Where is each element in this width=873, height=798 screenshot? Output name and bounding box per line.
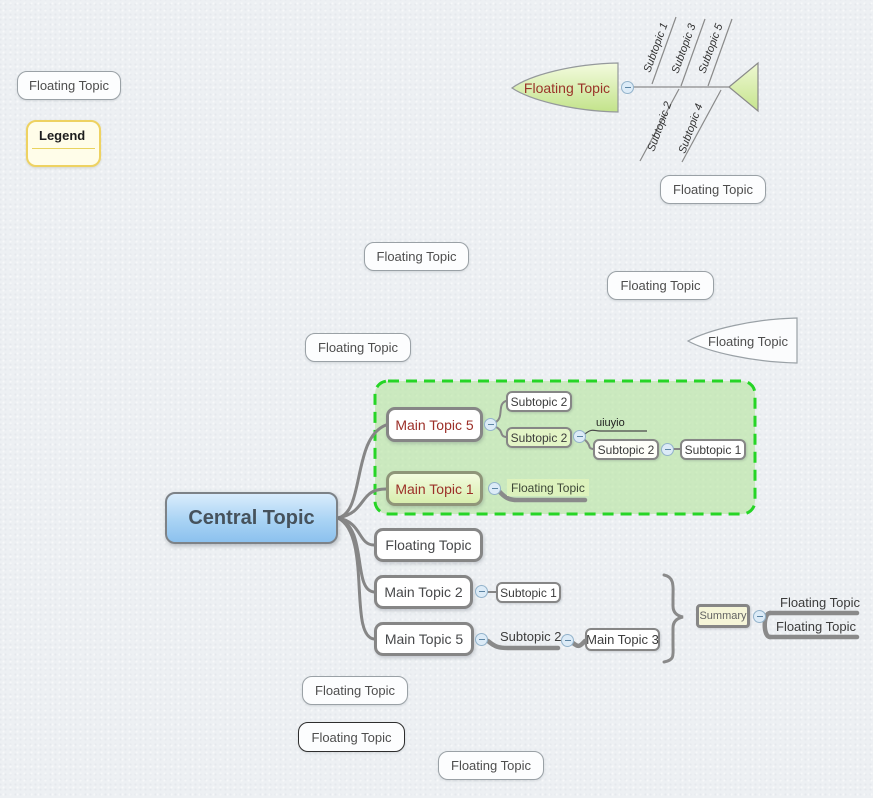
floating-leaf-shape[interactable] (686, 317, 798, 364)
floating-topic[interactable]: Floating Topic (364, 242, 469, 271)
fishbone-rib (639, 88, 680, 162)
subtopic[interactable]: Subtopic 2 (506, 427, 572, 448)
collapse-handle[interactable] (753, 610, 766, 623)
collapse-handle[interactable] (475, 585, 488, 598)
topic-underline (495, 487, 588, 503)
fishbone-ribs (639, 16, 733, 163)
floating-topic[interactable]: Floating Topic (17, 71, 121, 100)
summary-brace (662, 573, 684, 664)
legend[interactable]: Legend (26, 120, 101, 167)
subtopic[interactable]: Subtopic 1 (496, 582, 561, 603)
floating-topic[interactable]: Floating Topic (302, 676, 408, 705)
topic-underline (570, 638, 588, 649)
legend-title: Legend (39, 128, 86, 143)
line-topic-label[interactable]: Floating Topic (780, 595, 860, 610)
line-topic-label[interactable]: Floating Topic (776, 619, 856, 634)
central-topic[interactable]: Central Topic (165, 492, 338, 544)
topic-underline (485, 638, 561, 651)
legend-divider (32, 148, 95, 149)
collapse-handle[interactable] (661, 443, 674, 456)
floating-leaf-label[interactable]: Floating Topic (708, 334, 788, 349)
fishbone-root-shape[interactable] (510, 62, 619, 113)
branch-line (336, 487, 388, 520)
floating-topic-main-style[interactable]: Floating Topic (374, 528, 483, 562)
branch-line (336, 516, 376, 641)
branch-line (336, 423, 388, 520)
fishbone-rib (680, 18, 706, 87)
line-topic-label[interactable]: Subtopic 2 (500, 629, 562, 644)
floating-topic[interactable]: Floating Topic (305, 333, 411, 362)
floating-topic[interactable]: Floating Topic (298, 722, 405, 752)
main-topic[interactable]: Main Topic 3 (585, 628, 660, 651)
main-topic[interactable]: Main Topic 5 (374, 622, 474, 656)
topic-underline (762, 610, 773, 640)
subtopic[interactable]: Subtopic 1 (680, 439, 746, 460)
fishbone-rib (681, 89, 722, 163)
fishbone-root-label[interactable]: Floating Topic (523, 80, 611, 96)
collapse-handle[interactable] (484, 418, 497, 431)
relationship-label[interactable]: uiuyio (596, 417, 625, 429)
subtopic-link (495, 426, 507, 438)
subtopic-link (584, 439, 594, 450)
central-branches (336, 423, 388, 641)
summary-topic[interactable]: Summary (696, 604, 750, 628)
floating-topic[interactable]: Floating Topic (438, 751, 544, 780)
fishbone-rib (651, 16, 677, 85)
subtopic-link (495, 400, 507, 423)
collapse-handle[interactable] (561, 634, 574, 647)
subtopic-links (486, 400, 681, 593)
main-topic[interactable]: Main Topic 1 (386, 471, 483, 506)
floating-label[interactable]: Floating Topic (507, 479, 589, 496)
subtopic[interactable]: Subtopic 2 (506, 391, 572, 412)
main-topic[interactable]: Main Topic 2 (374, 575, 473, 609)
fishbone-head-triangle[interactable] (728, 61, 759, 113)
collapse-handle[interactable] (621, 81, 634, 94)
collapse-handle[interactable] (573, 430, 586, 443)
relationship-line[interactable] (584, 429, 647, 435)
floating-topic[interactable]: Floating Topic (660, 175, 766, 204)
subtopic[interactable]: Subtopic 2 (593, 439, 659, 460)
floating-topic[interactable]: Floating Topic (607, 271, 714, 300)
collapse-handle[interactable] (475, 633, 488, 646)
fishbone-rib (707, 18, 733, 87)
line-topics (485, 487, 860, 651)
main-topic[interactable]: Main Topic 5 (386, 407, 483, 442)
collapse-handle[interactable] (488, 482, 501, 495)
